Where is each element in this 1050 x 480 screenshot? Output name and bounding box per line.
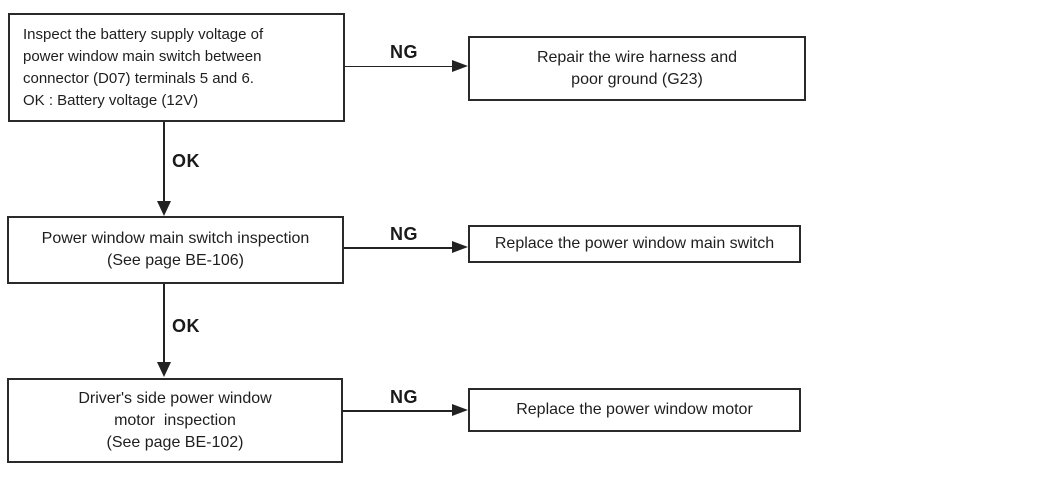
ng-arrow-line-1 (345, 65, 452, 68)
flow-box-main-switch-inspection: Power window main switch inspection (See… (7, 216, 344, 284)
edge-label-ng-3: NG (390, 387, 418, 407)
box-text-line: Replace the power window motor (516, 401, 753, 418)
flow-box-replace-main-switch: Replace the power window main switch (468, 225, 801, 263)
right-arrowhead-icon (452, 404, 468, 417)
box-text-line: power window main switch between (23, 47, 262, 65)
box-text-line: Power window main switch inspection (41, 230, 310, 247)
ng-arrow-line-3 (342, 410, 452, 412)
right-arrowhead-icon (452, 241, 468, 254)
ng-arrow-line-2 (344, 247, 452, 249)
edge-label-ng-1: NG (390, 42, 418, 62)
edge-label-ok-2: OK (172, 316, 200, 336)
flow-box-inspect-battery-voltage: Inspect the battery supply voltage of po… (8, 13, 345, 122)
flow-box-repair-wire-harness: Repair the wire harness and poor ground … (468, 36, 806, 101)
down-arrowhead-icon (157, 362, 171, 377)
ok-arrow-line-2 (163, 284, 165, 362)
edge-label-ng-2: NG (390, 224, 418, 244)
box-text-line: Repair the wire harness and (536, 48, 738, 66)
right-arrowhead-icon (452, 59, 468, 72)
box-text-line: connector (D07) terminals 5 and 6. (23, 69, 254, 87)
box-text-line: poor ground (G23) (571, 70, 703, 88)
box-text-line: OK : Battery voltage (12V) (23, 91, 199, 109)
flow-box-replace-motor: Replace the power window motor (468, 388, 801, 432)
ok-arrow-line-1 (163, 122, 165, 202)
box-text-line: Inspect the battery supply voltage of (23, 25, 264, 43)
box-text-line: motor inspection (114, 411, 236, 429)
box-text-line: Driver's side power window (78, 389, 272, 407)
box-text-line: (See page BE-102) (106, 433, 244, 451)
box-text-line: Replace the power window main switch (494, 235, 775, 252)
box-text-line: (See page BE-106) (107, 252, 244, 269)
edge-label-ok-1: OK (172, 151, 200, 171)
down-arrowhead-icon (157, 201, 171, 216)
flow-box-motor-inspection: Driver's side power window motor inspect… (7, 378, 343, 463)
